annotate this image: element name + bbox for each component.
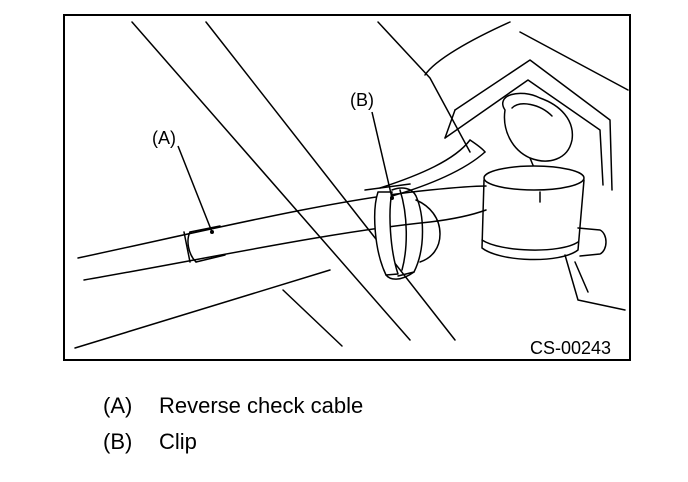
callout-b-label: (B): [350, 90, 374, 110]
rear-hose: [379, 139, 486, 197]
callout-b-leader: [371, 111, 393, 199]
legend-key: (A): [103, 393, 133, 418]
legend-text: Reverse check cable: [159, 393, 364, 418]
clip: [364, 183, 441, 280]
callout-a-leader: [177, 145, 213, 233]
legend-key: (B): [103, 429, 133, 454]
legend: (A) Reverse check cable (B) Clip: [103, 388, 363, 460]
reverse-check-cable: [77, 185, 487, 281]
callout-a-dot: [210, 230, 214, 234]
legend-item: (A) Reverse check cable: [103, 388, 363, 424]
housing-bracket: [377, 21, 629, 311]
legend-item: (B) Clip: [103, 424, 363, 460]
callout-b-dot: [390, 196, 394, 200]
figure-code: CS-00243: [530, 338, 611, 358]
background-lines: [74, 21, 456, 349]
end-fitting: [481, 165, 607, 261]
callout-a-label: (A): [152, 128, 176, 148]
diagram-figure: (A) (B) CS-00243: [63, 14, 631, 361]
legend-text: Clip: [159, 429, 197, 454]
